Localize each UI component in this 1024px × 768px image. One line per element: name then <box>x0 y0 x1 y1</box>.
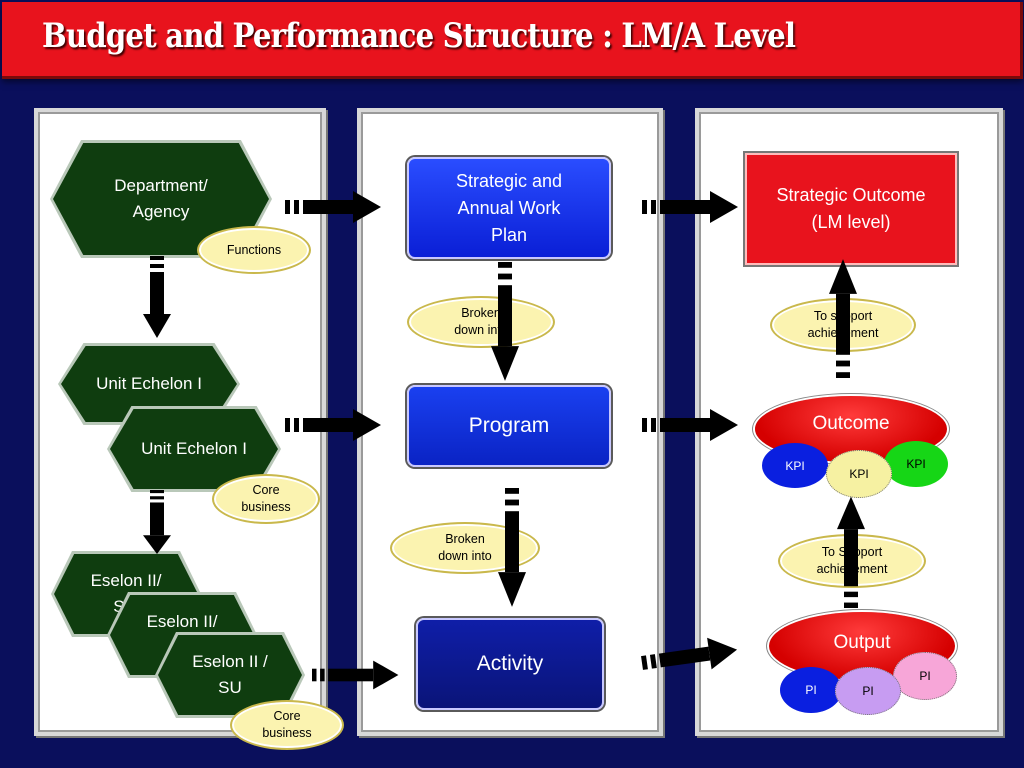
arrow-plan-down <box>491 262 519 381</box>
functions-label: Functions <box>197 226 311 274</box>
core2-line1: Core <box>273 709 301 723</box>
pi2-text: PI <box>862 684 874 698</box>
title-bar: Budget and Performance Structure : LM/A … <box>2 2 1023 79</box>
core1-line1: Core <box>252 483 280 497</box>
arrow-plan-to-so <box>642 191 738 223</box>
output-text: Output <box>833 632 891 653</box>
activity-text: Activity <box>476 652 544 675</box>
kpi2-text: KPI <box>849 467 869 481</box>
kpi-bubble-green: KPI <box>884 441 948 487</box>
broken1-line2: down into <box>454 323 508 337</box>
so-line1: Strategic Outcome <box>776 185 926 205</box>
core-business-label-1: Core business <box>212 474 320 524</box>
arrow-outcome-up <box>829 259 857 378</box>
core1-line2: business <box>241 500 291 514</box>
pi3-text: PI <box>919 669 931 683</box>
department-line2: Agency <box>132 202 190 221</box>
activity-box: Activity <box>416 618 604 710</box>
strategic-outcome-box: Strategic Outcome (LM level) <box>745 153 957 265</box>
kpi1-text: KPI <box>785 458 805 473</box>
pi-bubble-blue: PI <box>780 667 842 713</box>
kpi-bubble-yellow: KPI <box>826 450 892 498</box>
arrow-eselon-to-activity <box>312 660 399 690</box>
kpi3-text: KPI <box>906 457 926 471</box>
broken-down-label-1: Broken down into <box>407 296 555 348</box>
program-text: Program <box>468 414 550 437</box>
arrow-unit-to-program <box>285 409 381 441</box>
eselon3-line2: SU <box>218 678 242 697</box>
department-agency-box: Department/Agency <box>53 143 269 255</box>
eselon3-line1: Eselon II / <box>192 652 268 671</box>
arrow-dept-to-plan <box>285 191 381 223</box>
plan-line3: Plan <box>490 224 527 245</box>
broken2-line1: Broken <box>445 532 485 546</box>
arrow-unit-down <box>143 490 171 554</box>
core2-line2: business <box>262 726 312 740</box>
core-business-label-2: Core business <box>230 700 344 750</box>
arrow-dept-down <box>143 256 171 338</box>
eselon2-line1: Eselon II/ <box>146 612 218 631</box>
unit2-text: Unit Echelon I <box>141 439 247 458</box>
program-box: Program <box>407 385 611 467</box>
pi1-text: PI <box>805 683 817 697</box>
arrow-program-down <box>498 488 526 607</box>
broken1-line1: Broken <box>461 306 501 320</box>
so-line2: (LM level) <box>811 212 891 232</box>
kpi-bubble-blue: KPI <box>762 443 828 488</box>
broken2-line2: down into <box>438 549 492 563</box>
unit1-text: Unit Echelon I <box>96 374 202 393</box>
arrow-activity-to-output <box>639 633 740 679</box>
outcome-text: Outcome <box>812 413 890 434</box>
department-line1: Department/ <box>114 176 208 195</box>
plan-line2: Annual Work <box>457 197 561 218</box>
arrow-output-up <box>837 496 865 608</box>
arrow-program-to-outcome <box>642 409 738 441</box>
plan-line1: Strategic and <box>455 170 563 191</box>
functions-text: Functions <box>226 242 282 257</box>
eselon1-line1: Eselon II/ <box>90 571 162 590</box>
pi-bubble-purple: PI <box>835 667 901 715</box>
unit-echelon-box-2: Unit Echelon I <box>110 409 278 489</box>
page-title: Budget and Performance Structure : LM/A … <box>42 16 796 56</box>
